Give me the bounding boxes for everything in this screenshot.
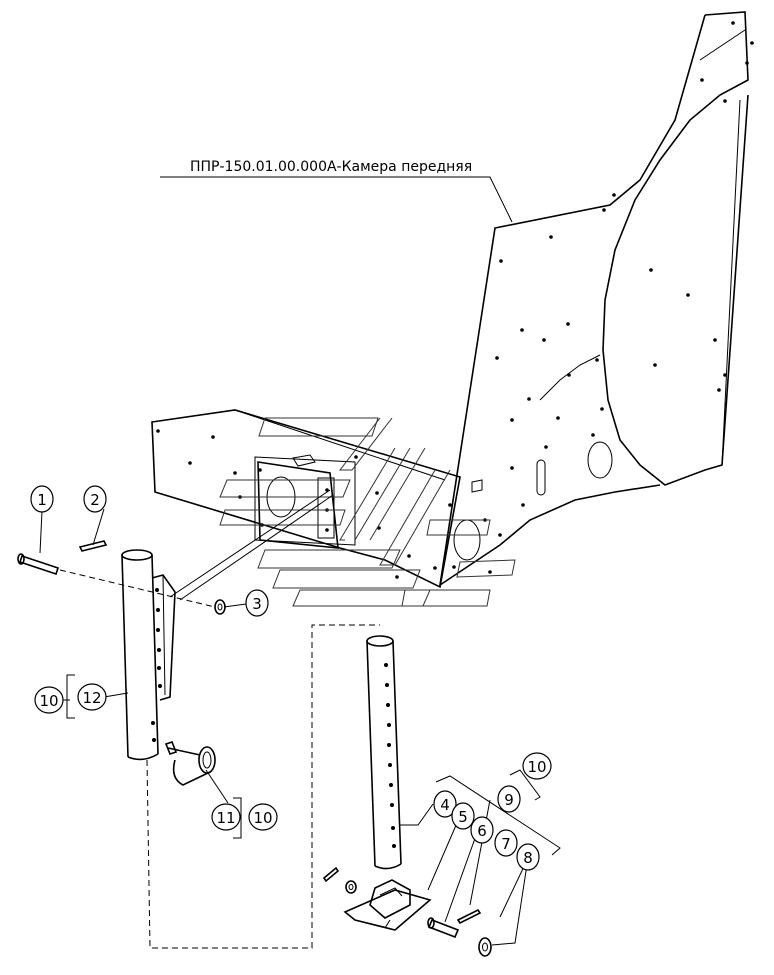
washer-part-8 — [478, 937, 492, 957]
callout-8: 8 — [516, 843, 540, 871]
assembly-dashed-path — [146, 624, 380, 949]
svg-text:12: 12 — [82, 689, 101, 707]
svg-text:2: 2 — [90, 491, 100, 509]
callout-10-lower: 10 — [248, 803, 278, 831]
lower-post-assembly — [366, 635, 402, 870]
callout-6: 6 — [470, 816, 494, 844]
svg-text:10: 10 — [253, 809, 272, 827]
pin-axis-dashed-line — [59, 569, 216, 608]
pin-part-1 — [17, 553, 60, 576]
callout-4: 4 — [433, 790, 457, 818]
svg-text:7: 7 — [501, 835, 511, 853]
ghost-bracket-outlines — [219, 417, 516, 607]
callout-10-top: 10 — [522, 752, 552, 780]
cotter-pin-lower — [322, 866, 340, 883]
svg-text:11: 11 — [216, 809, 235, 827]
cotter-part-7 — [456, 908, 482, 925]
svg-text:3: 3 — [252, 595, 262, 613]
svg-text:10: 10 — [527, 758, 546, 776]
svg-text:8: 8 — [523, 849, 533, 867]
callout-1: 1 — [30, 485, 54, 513]
washer-leaders — [169, 489, 334, 601]
callout-12: 12 — [77, 683, 107, 711]
svg-text:1: 1 — [37, 491, 47, 509]
lower-callout-leaders — [39, 508, 561, 946]
cotter-pin-part-2 — [78, 540, 108, 552]
washer-lower — [345, 880, 357, 894]
callout-10-left: 10 — [34, 686, 64, 714]
axle-part-6 — [427, 917, 460, 939]
washer-part-3 — [214, 599, 226, 615]
svg-text:10: 10 — [39, 692, 58, 710]
callout-11: 11 — [211, 803, 241, 831]
frame-beam — [151, 409, 461, 589]
svg-text:5: 5 — [458, 808, 468, 826]
front-chamber-panel — [438, 11, 754, 587]
bracket-part-5 — [343, 879, 432, 931]
assembly-label-leader — [160, 176, 513, 223]
callout-2: 2 — [83, 485, 107, 513]
svg-text:6: 6 — [477, 822, 487, 840]
upper-post-assembly — [121, 549, 176, 761]
assembly-label: ППР-150.01.00.000А-Камера передняя — [190, 159, 472, 175]
svg-text:4: 4 — [440, 796, 450, 814]
lock-pin-part-11 — [164, 741, 216, 786]
callout-7: 7 — [494, 829, 518, 857]
svg-text:9: 9 — [504, 791, 514, 809]
callout-9: 9 — [497, 785, 521, 813]
callout-3: 3 — [245, 589, 269, 617]
callout-5: 5 — [451, 802, 475, 830]
